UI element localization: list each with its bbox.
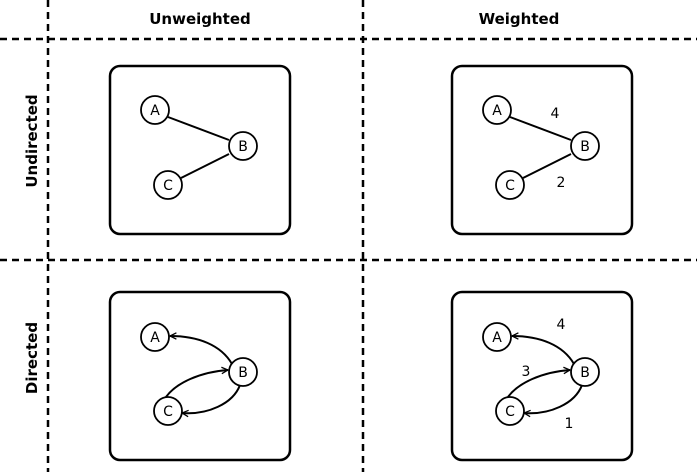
weight-label-c-to-b: 3 xyxy=(522,364,531,380)
panel-directed-unweighted: A B C xyxy=(108,290,292,462)
panel-directed-weighted: A B C 4 3 1 xyxy=(450,290,634,462)
edge-arrow-b-to-c xyxy=(182,384,241,413)
edge-arrow-c-to-b xyxy=(165,370,228,398)
edge-arrow-b-to-a xyxy=(512,336,575,365)
edge-a-b xyxy=(509,116,572,141)
edge-a-b xyxy=(167,116,230,141)
node-b xyxy=(570,357,600,387)
node-b xyxy=(228,357,258,387)
edge-arrow-b-to-a xyxy=(170,336,233,365)
panel-frame xyxy=(108,64,292,236)
panel-undirected-unweighted: A B C xyxy=(108,64,292,236)
node-b-label: B xyxy=(238,139,248,155)
node-c-label: C xyxy=(163,404,173,420)
row-header-undirected: Undirected xyxy=(23,94,41,187)
edge-c-b xyxy=(522,153,572,179)
node-a-label: A xyxy=(150,330,160,346)
node-c xyxy=(495,170,525,200)
node-a-label: A xyxy=(492,330,502,346)
panel-undirected-weighted: A B C 4 2 xyxy=(450,64,634,236)
weight-label-c-b: 2 xyxy=(557,175,566,191)
node-a-label: A xyxy=(150,103,160,119)
node-b-label: B xyxy=(580,139,590,155)
node-c-label: C xyxy=(505,404,515,420)
node-c xyxy=(495,396,525,426)
node-b xyxy=(228,131,258,161)
node-c xyxy=(153,396,183,426)
weight-label-a-b: 4 xyxy=(551,106,560,122)
edge-c-b xyxy=(180,153,230,179)
node-a xyxy=(482,322,512,352)
edge-arrow-c-to-b xyxy=(507,370,570,398)
node-b xyxy=(570,131,600,161)
node-a xyxy=(140,322,170,352)
node-b-label: B xyxy=(580,365,590,381)
node-c-label: C xyxy=(505,178,515,194)
weight-label-b-to-a: 4 xyxy=(557,317,566,333)
node-a xyxy=(482,95,512,125)
node-c-label: C xyxy=(163,178,173,194)
node-a xyxy=(140,95,170,125)
node-a-label: A xyxy=(492,103,502,119)
panel-frame xyxy=(450,64,634,236)
column-header-unweighted: Unweighted xyxy=(149,10,251,28)
node-c xyxy=(153,170,183,200)
column-header-weighted: Weighted xyxy=(479,10,560,28)
weight-label-b-to-c: 1 xyxy=(565,416,574,432)
node-b-label: B xyxy=(238,365,248,381)
edge-arrow-b-to-c xyxy=(524,384,583,413)
row-header-directed: Directed xyxy=(23,322,41,394)
